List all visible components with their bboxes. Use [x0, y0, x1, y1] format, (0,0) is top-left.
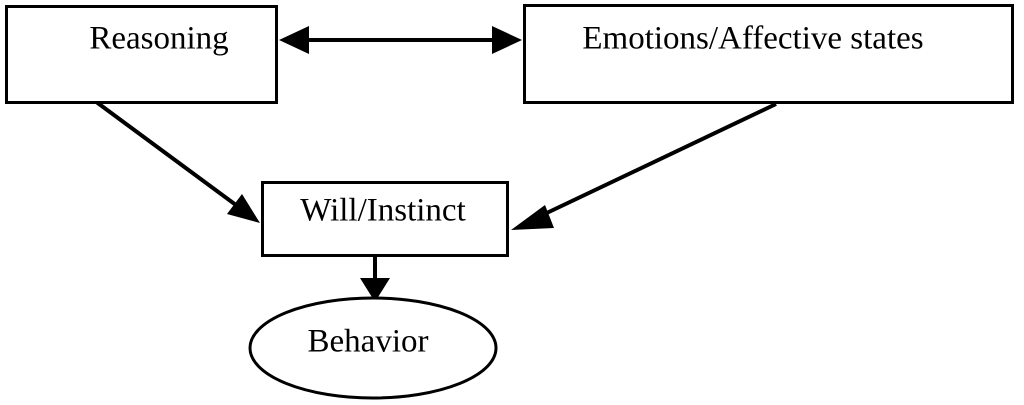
node-reasoning-label: Reasoning	[89, 21, 228, 57]
arrowhead-left-reasoning	[279, 26, 309, 54]
node-will-label: Will/Instinct	[300, 193, 465, 229]
edge-emotions-will	[511, 102, 777, 230]
node-emotions[interactable]: Emotions/Affective states	[523, 4, 1014, 104]
node-will[interactable]: Will/Instinct	[261, 181, 509, 257]
arrowhead-will-left	[227, 194, 260, 223]
arrowhead-behavior	[360, 278, 390, 302]
edge-reasoning-will-line	[93, 99, 242, 210]
node-emotions-box[interactable]	[523, 4, 1014, 104]
edge-emotions-will-line	[531, 102, 777, 222]
node-reasoning-box[interactable]	[5, 5, 278, 104]
edge-reasoning-will	[93, 99, 260, 223]
arrowhead-right-emotions	[492, 26, 522, 54]
edge-will-behavior	[360, 257, 390, 302]
node-behavior-label: Behavior	[308, 324, 429, 360]
node-emotions-label: Emotions/Affective states	[582, 21, 923, 57]
edge-reasoning-emotions	[279, 26, 522, 54]
node-reasoning[interactable]: Reasoning	[5, 5, 278, 104]
node-behavior-ellipse[interactable]	[248, 296, 498, 400]
arrowhead-will-right	[511, 205, 554, 230]
node-will-box[interactable]	[261, 181, 509, 257]
node-behavior[interactable]: Behavior	[248, 296, 498, 400]
